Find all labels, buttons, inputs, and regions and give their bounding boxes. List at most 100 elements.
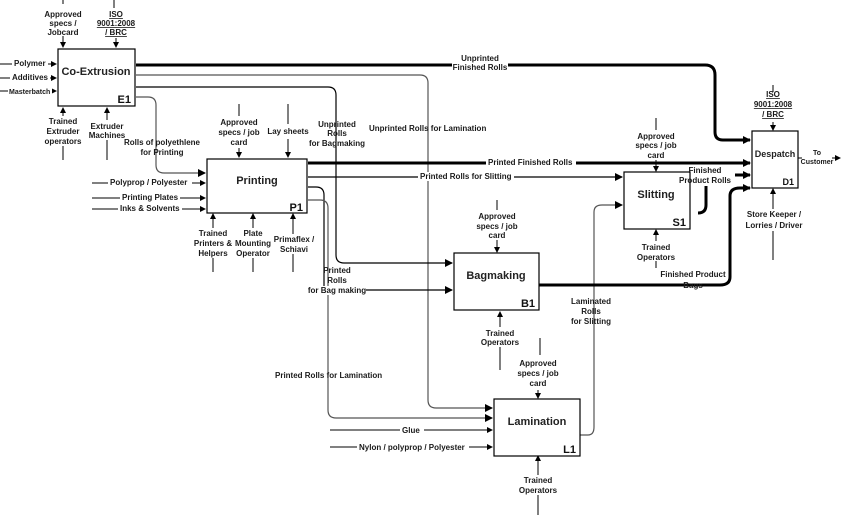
svg-text:Nylon / polyprop / Polyester: Nylon / polyprop / Polyester: [359, 443, 465, 452]
svg-text:Approved: Approved: [44, 10, 81, 19]
box-slitting-id: S1: [673, 217, 686, 229]
box-slitting[interactable]: Slitting S1: [623, 171, 691, 230]
slitting-control-label: Approved specs / job card: [635, 132, 676, 160]
svg-text:Lay sheets: Lay sheets: [267, 127, 309, 136]
printing-control-lay-sheets: Lay sheets: [267, 127, 309, 136]
svg-text:Printed Rolls for Slitting: Printed Rolls for Slitting: [420, 172, 512, 181]
svg-text:Extruder: Extruder: [47, 127, 80, 136]
label-rolls-for-printing: Rolls of polyethlene for Printing: [124, 138, 201, 157]
svg-text:Primaflex /: Primaflex /: [274, 235, 315, 244]
svg-text:Trained: Trained: [524, 476, 553, 485]
flow-laminated-slitting: [580, 201, 623, 436]
svg-text:Printed Rolls for Lamination: Printed Rolls for Lamination: [275, 371, 382, 380]
svg-text:Trained: Trained: [642, 243, 671, 252]
svg-text:Glue: Glue: [402, 426, 420, 435]
box-printing-title: Printing: [236, 175, 278, 187]
svg-text:for Slitting: for Slitting: [571, 317, 611, 326]
label-unprinted-bagmaking: Unprinted Rolls for Bagmaking: [309, 120, 365, 148]
box-slitting-title: Slitting: [637, 189, 674, 201]
box-bagmaking[interactable]: Bagmaking B1: [453, 252, 540, 311]
box-lamination-title: Lamination: [508, 416, 567, 428]
svg-text:Helpers: Helpers: [198, 249, 228, 258]
svg-text:/ BRC: / BRC: [105, 28, 127, 37]
svg-text:Extruder: Extruder: [91, 122, 124, 131]
svg-text:for Bag making: for Bag making: [308, 286, 366, 295]
label-unprinted-finished-rolls: Unprinted Finished Rolls: [452, 54, 508, 74]
printing-mech-plate-operator: Plate Mounting Operator: [235, 228, 273, 258]
svg-text:specs / job: specs / job: [635, 141, 676, 150]
svg-text:Finished Product: Finished Product: [660, 270, 726, 279]
svg-text:operators: operators: [45, 137, 82, 146]
box-printing[interactable]: Printing P1: [206, 158, 308, 214]
svg-text:9001:2008: 9001:2008: [754, 100, 793, 109]
svg-text:Unprinted Rolls for Lamination: Unprinted Rolls for Lamination: [369, 124, 486, 133]
lamination-control-label: Approved specs / job card: [517, 359, 558, 388]
label-printed-slitting: Printed Rolls for Slitting: [418, 172, 514, 181]
flow-unprinted-finished-rolls: [136, 63, 751, 144]
despatch-output-label: To Customer: [801, 149, 834, 166]
box-printing-id: P1: [290, 202, 303, 214]
svg-text:Product Rolls: Product Rolls: [679, 176, 732, 185]
svg-text:card: card: [489, 231, 506, 240]
slitting-mech-label: Trained Operators: [634, 241, 678, 262]
svg-text:Finished Rolls: Finished Rolls: [453, 63, 508, 72]
svg-text:Approved: Approved: [220, 118, 257, 127]
svg-text:Printed Finished Rolls: Printed Finished Rolls: [488, 158, 573, 167]
label-unprinted-lamination: Unprinted Rolls for Lamination: [369, 124, 486, 133]
svg-text:for Bagmaking: for Bagmaking: [309, 139, 365, 148]
coextrusion-mech-operators: Trained Extruder operators: [42, 116, 84, 146]
label-laminated-slitting: Laminated Rolls for Slitting: [571, 297, 611, 326]
box-despatch-id: D1: [782, 177, 794, 187]
box-coextrusion[interactable]: Co-Extrusion E1: [57, 48, 136, 107]
svg-text:card: card: [648, 151, 665, 160]
svg-text:ISO: ISO: [766, 90, 780, 99]
coextrusion-mech-machines: Extruder Machines: [88, 120, 126, 140]
svg-text:Bags: Bags: [683, 281, 703, 290]
flow-rolls-for-printing: [136, 96, 206, 177]
label-printed-lamination: Printed Rolls for Lamination: [275, 371, 382, 380]
box-coextrusion-id: E1: [118, 94, 131, 106]
box-despatch-title: Despatch: [755, 149, 796, 159]
svg-text:Jobcard: Jobcard: [47, 28, 78, 37]
svg-text:Schiavi: Schiavi: [280, 245, 308, 254]
svg-text:Operators: Operators: [481, 338, 520, 347]
printing-mech-printers: Trained Printers & Helpers: [192, 228, 234, 258]
svg-text:Masterbatch: Masterbatch: [9, 89, 50, 96]
bagmaking-control-label: Approved specs / job card: [476, 212, 517, 240]
svg-text:Printing Plates: Printing Plates: [122, 193, 179, 202]
svg-text:Customer: Customer: [801, 159, 834, 166]
svg-text:9001:2008: 9001:2008: [97, 19, 136, 28]
flow-unprinted-bagmaking: [136, 86, 453, 267]
svg-text:specs / job: specs / job: [476, 222, 517, 231]
box-bagmaking-title: Bagmaking: [466, 270, 525, 282]
svg-text:Printers &: Printers &: [194, 239, 232, 248]
flow-printed-bagmaking: [308, 186, 453, 294]
svg-text:card: card: [530, 379, 547, 388]
coextrusion-control-label: Approved specs / Jobcard: [44, 10, 81, 37]
label-finished-product-rolls: Finished Product Rolls: [679, 166, 732, 185]
svg-text:Rolls: Rolls: [327, 276, 347, 285]
box-despatch[interactable]: Despatch D1: [751, 130, 799, 189]
svg-text:Plate: Plate: [243, 229, 263, 238]
box-lamination[interactable]: Lamination L1: [493, 398, 581, 457]
svg-text:specs / job: specs / job: [218, 128, 259, 137]
svg-text:Lorries / Driver: Lorries / Driver: [746, 221, 803, 230]
printing-control-specs: Approved specs / job card: [218, 118, 259, 147]
svg-text:Inks & Solvents: Inks & Solvents: [120, 204, 180, 213]
svg-text:Trained: Trained: [199, 229, 228, 238]
svg-text:To: To: [813, 150, 821, 157]
svg-text:Unprinted: Unprinted: [318, 120, 356, 129]
svg-text:Operators: Operators: [637, 253, 676, 262]
svg-text:specs /: specs /: [49, 19, 77, 28]
flow-unprinted-lamination: [136, 74, 493, 412]
svg-text:Approved: Approved: [478, 212, 515, 221]
box-coextrusion-title: Co-Extrusion: [61, 66, 130, 78]
svg-text:Polymer: Polymer: [14, 59, 46, 68]
svg-text:Rolls of polyethlene: Rolls of polyethlene: [124, 138, 201, 147]
svg-text:ISO: ISO: [109, 10, 123, 19]
svg-text:Machines: Machines: [89, 131, 126, 140]
coextrusion-inputs: Polymer Additives Masterbatch: [8, 59, 52, 96]
svg-text:specs / job: specs / job: [517, 369, 558, 378]
label-printed-finished-rolls: Printed Finished Rolls: [486, 158, 576, 167]
coextrusion-iso-label: ISO 9001:2008 / BRC: [97, 10, 136, 37]
